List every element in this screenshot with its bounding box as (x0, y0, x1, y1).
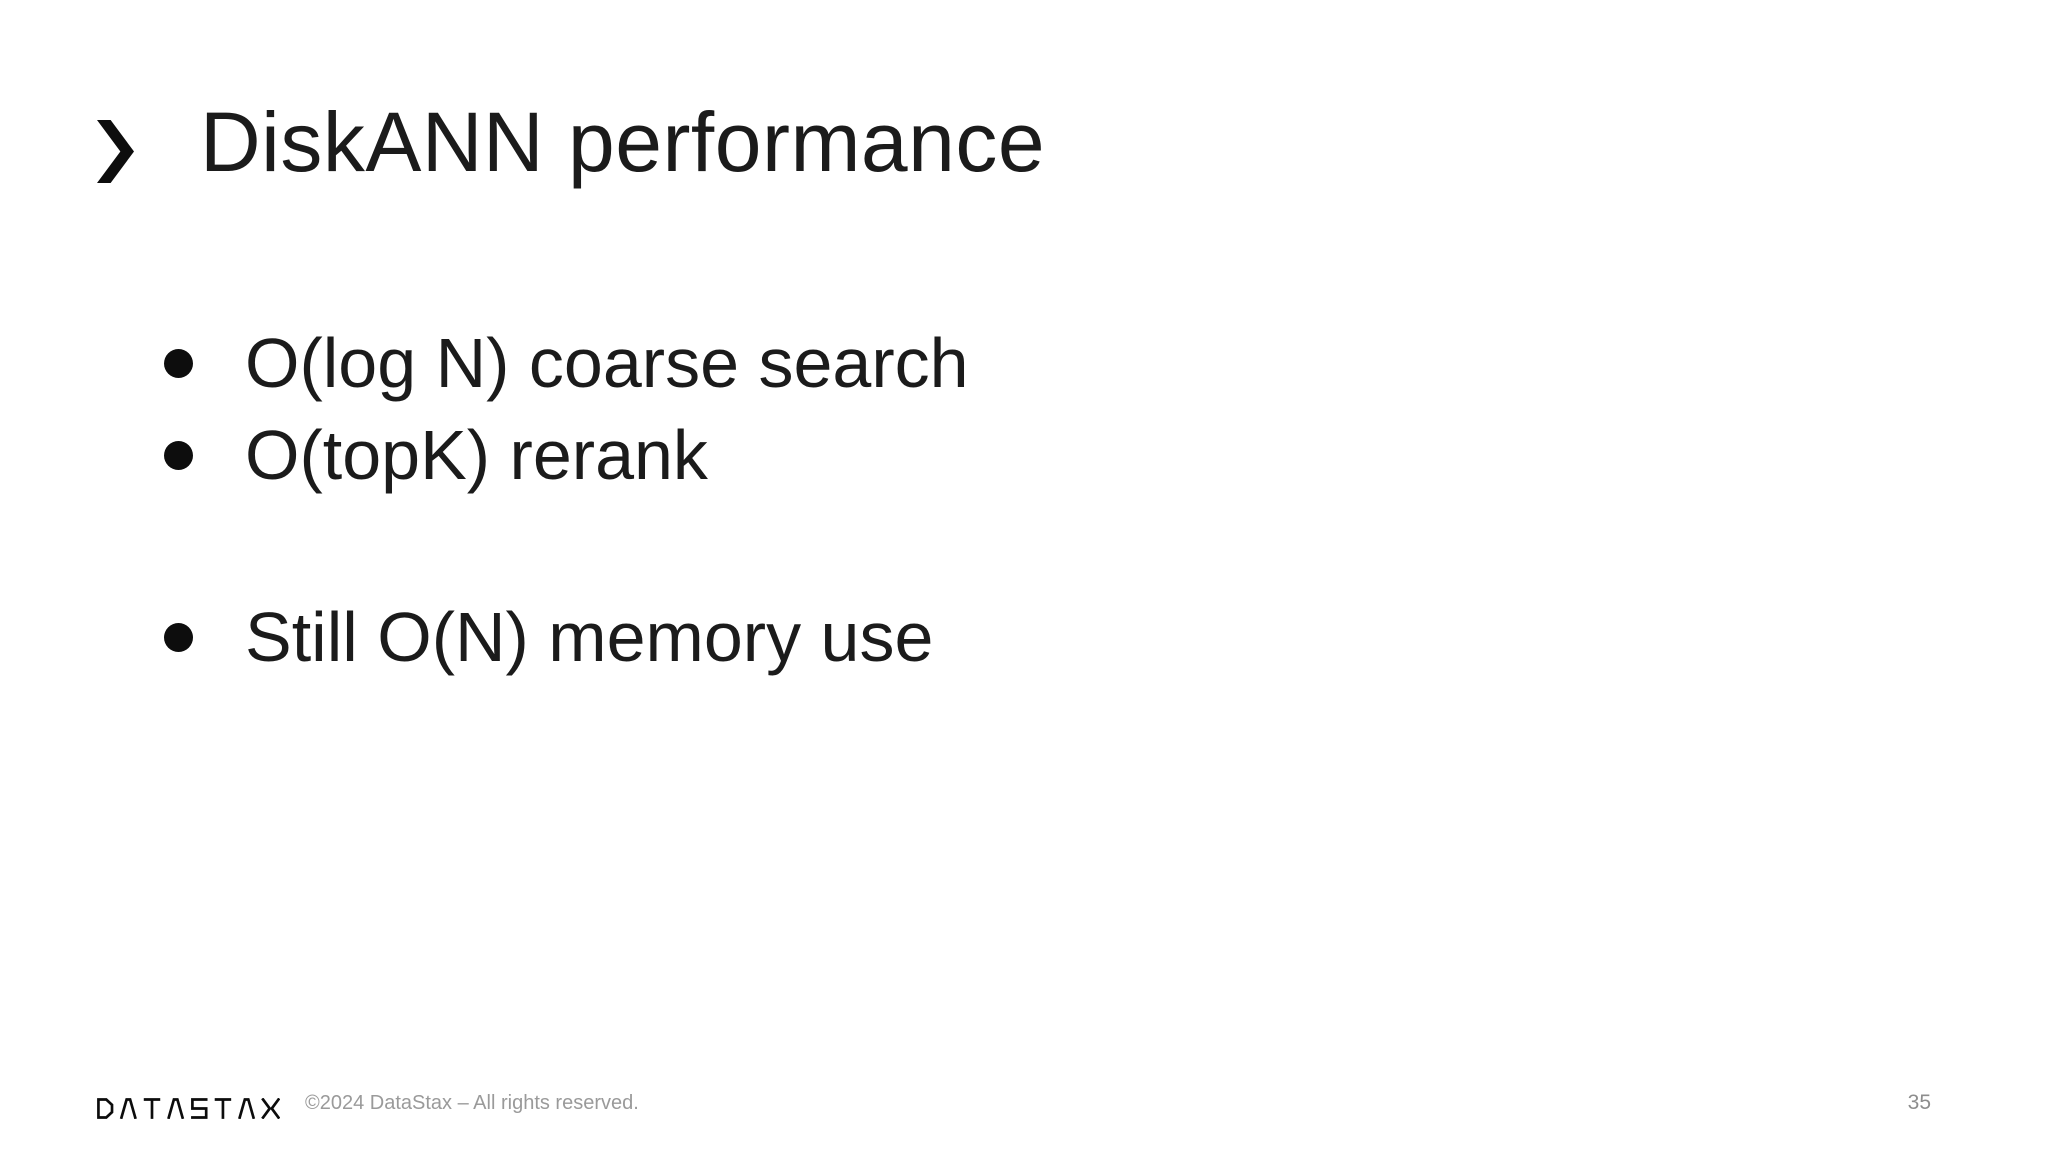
bullet-text: Still O(N) memory use (245, 598, 934, 676)
list-item: Still O(N) memory use (164, 591, 969, 683)
list-item: O(topK) rerank (164, 409, 969, 501)
datastax-logo (97, 1098, 280, 1119)
bullet-circle-icon (164, 622, 193, 652)
bullet-circle-icon (164, 348, 193, 378)
bullet-list: O(log N) coarse search O(topK) rerank St… (164, 317, 969, 683)
page-number: 35 (1907, 1091, 1931, 1114)
bullet-text: O(topK) rerank (245, 416, 708, 494)
copyright-text: ©2024 DataStax – All rights reserved. (305, 1092, 639, 1114)
bullet-circle-icon (164, 440, 193, 470)
datastax-logo-text: DATASTAX (0, 0, 1, 1)
bullet-text: O(log N) coarse search (245, 324, 969, 402)
slide-title: DiskANN performance (200, 95, 1046, 189)
chevron-right-icon (97, 120, 134, 183)
list-item: O(log N) coarse search (164, 317, 969, 409)
